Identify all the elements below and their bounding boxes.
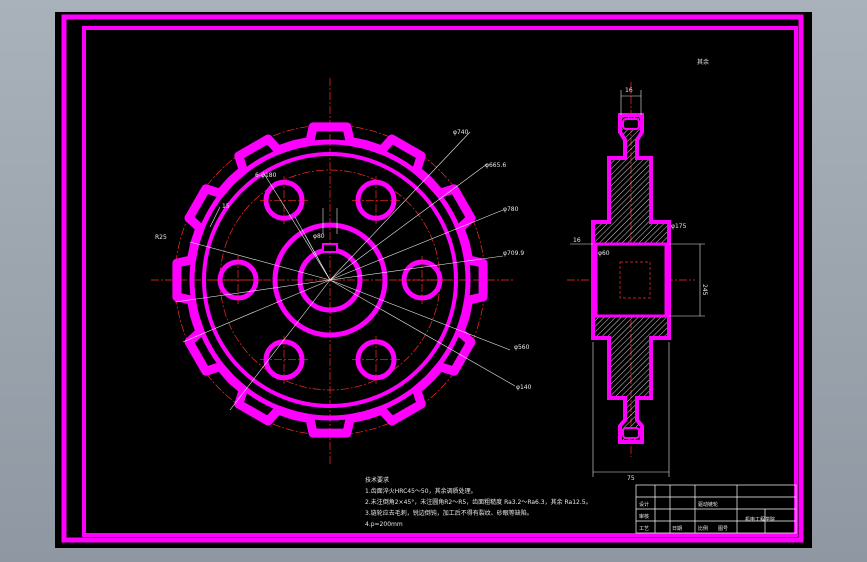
side-keyway bbox=[619, 261, 651, 299]
label-d665: φ665.6 bbox=[485, 162, 506, 169]
inner-frame bbox=[82, 26, 798, 537]
tb-sheet: 图号 bbox=[718, 526, 728, 532]
outer-frame bbox=[61, 14, 804, 543]
side-bore bbox=[594, 242, 668, 318]
label-r25: R25 bbox=[155, 234, 167, 241]
side-label-bottom: 75 bbox=[627, 475, 635, 482]
notes-title: 技术要求 bbox=[365, 476, 389, 484]
title-block: 设计 审核 工艺 驱动链轮 日期 比例 图号 机电工程学院 bbox=[635, 484, 797, 534]
notes-line3: 3.链轮应去毛刺，锐边倒钝，加工后不得有裂纹、砂眼等缺陷。 bbox=[365, 509, 533, 517]
gear-drawing: 其余 bbox=[61, 14, 804, 543]
label-d180: 6-φ180 bbox=[255, 172, 277, 179]
hub-outer bbox=[272, 222, 388, 338]
label-d780: φ780 bbox=[503, 206, 519, 213]
side-view: 16 16 φ175 245 75 φ60 bbox=[567, 82, 708, 482]
tb-row3: 工艺 bbox=[639, 526, 649, 532]
notes-line4: 4.p=200mm bbox=[365, 521, 403, 528]
label-r15: 15 bbox=[222, 203, 230, 210]
cad-viewport[interactable]: 其余 bbox=[55, 12, 812, 548]
label-d740: φ740 bbox=[453, 129, 469, 136]
label-hub: φ80 bbox=[313, 233, 325, 240]
lightening-holes bbox=[214, 176, 446, 384]
side-label-top: 16 bbox=[625, 87, 633, 94]
tb-scale: 比例 bbox=[698, 525, 708, 532]
top-lug bbox=[622, 118, 640, 130]
label-d560: φ560 bbox=[514, 344, 530, 351]
front-view: φ740 φ665.6 φ780 φ709.9 φ560 φ140 6-φ180… bbox=[151, 78, 532, 464]
web-ring bbox=[202, 152, 458, 408]
leader-lines bbox=[174, 131, 516, 411]
side-label-right: φ175 bbox=[671, 223, 687, 230]
notes-line2: 2.未注倒角2×45°，未注圆角R2～R5，齿面粗糙度 Ra3.2～Ra6.3，… bbox=[365, 498, 592, 506]
tb-row2: 审核 bbox=[639, 513, 649, 520]
root-ring-outer bbox=[189, 139, 471, 421]
tb-row1: 设计 bbox=[639, 501, 649, 508]
tb-part-name: 驱动链轮 bbox=[698, 501, 718, 508]
side-label-right2: 245 bbox=[701, 284, 708, 296]
side-label-left: 16 bbox=[573, 237, 581, 244]
bottom-lug bbox=[622, 427, 640, 439]
keyway bbox=[322, 243, 338, 253]
corner-note: 其余 bbox=[697, 58, 709, 66]
side-label-mid: φ60 bbox=[598, 250, 610, 257]
label-d140: φ140 bbox=[516, 384, 532, 391]
label-d7099: φ709.9 bbox=[503, 250, 524, 257]
tb-date: 日期 bbox=[672, 526, 682, 532]
tb-school: 机电工程学院 bbox=[745, 516, 775, 523]
notes-line1: 1.齿面淬火HRC45～50，其余调质处理。 bbox=[365, 487, 477, 495]
technical-notes: 技术要求 1.齿面淬火HRC45～50，其余调质处理。 2.未注倒角2×45°，… bbox=[365, 476, 592, 528]
